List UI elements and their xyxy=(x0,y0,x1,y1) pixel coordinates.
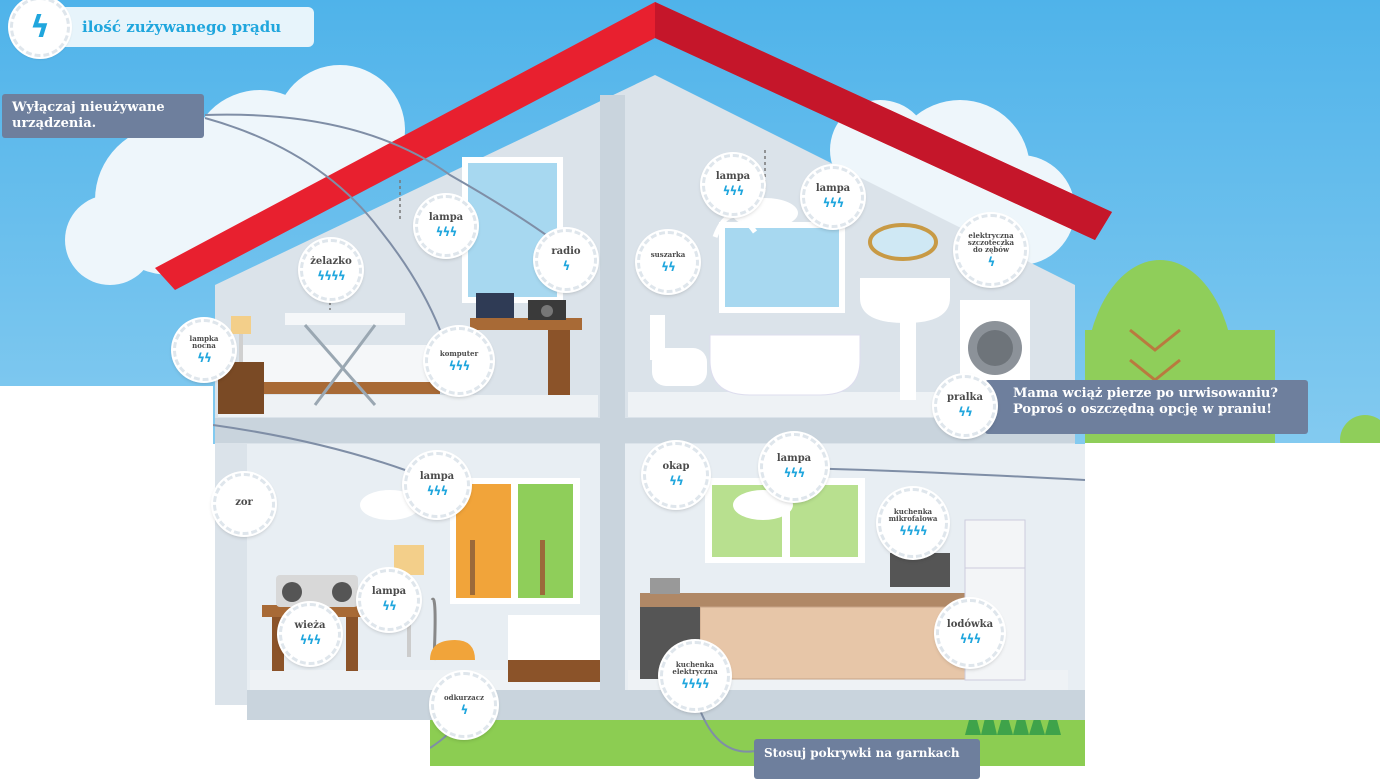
badge-lampa-bath-2[interactable]: lampa ϟϟϟ xyxy=(802,166,864,228)
badge-label: okap xyxy=(662,461,690,472)
bathtub xyxy=(709,334,861,396)
energy-bolts-icon: ϟϟϟ xyxy=(448,358,471,373)
badge-label: kuchenka mikrofalowa xyxy=(888,507,938,523)
energy-bolts-icon: ϟϟϟ xyxy=(822,196,845,210)
sink xyxy=(860,278,950,323)
badge-wieza[interactable]: wieża ϟϟϟ xyxy=(279,603,341,665)
badge-szczoteczka[interactable]: elektryczna szczoteczka do zębów ϟ xyxy=(955,214,1027,286)
badge-label: pralka xyxy=(947,392,983,403)
energy-bolts-icon: ϟϟϟϟ xyxy=(317,269,346,283)
energy-bolts-icon: ϟϟϟϟ xyxy=(899,524,928,538)
badge-radio[interactable]: radio ϟ xyxy=(535,229,597,291)
badge-label: lampa xyxy=(776,453,812,464)
desk xyxy=(470,318,582,330)
badge-lampa-living-2[interactable]: lampa ϟϟ xyxy=(358,569,420,631)
badge-odkurzacz[interactable]: odkurzacz ϟ xyxy=(431,672,497,738)
badge-tv[interactable]: zor xyxy=(213,473,275,535)
energy-bolts-icon: ϟϟ xyxy=(669,474,684,488)
badge-lampa-kitchen[interactable]: lampa ϟϟϟ xyxy=(760,433,828,501)
energy-bolts-icon: ϟϟϟ xyxy=(435,225,458,239)
badge-kuchenka-elektryczna[interactable]: kuchenka elektryczna ϟϟϟϟ xyxy=(660,641,730,711)
badge-okap[interactable]: okap ϟϟ xyxy=(643,442,709,508)
badge-mikrofalowa[interactable]: kuchenka mikrofalowa ϟϟϟϟ xyxy=(878,488,948,558)
badge-label: kuchenka elektryczna xyxy=(672,660,718,676)
energy-bolts-icon: ϟ xyxy=(460,702,469,717)
energy-bolts-icon: ϟϟ xyxy=(958,405,973,419)
badge-label: elektryczna szczoteczka do zębów xyxy=(967,230,1015,254)
badge-label: lampka nocna xyxy=(189,334,219,350)
legend: ϟ ilość zużywanego prądu xyxy=(10,0,314,57)
badge-lampka-nocna[interactable]: lampka nocna ϟϟ xyxy=(173,319,235,381)
energy-bolts-icon: ϟϟϟ xyxy=(722,184,745,198)
energy-bolts-icon: ϟ xyxy=(562,259,571,273)
badge-label: lampa xyxy=(815,183,851,194)
badge-label: lampa xyxy=(428,212,464,223)
energy-bolts-icon: ϟϟ xyxy=(661,259,676,274)
badge-lampa-attic[interactable]: lampa ϟϟϟ xyxy=(415,195,477,257)
energy-bolts-icon: ϟϟϟ xyxy=(783,466,806,480)
note-lids: Stosuj pokrywki na garnkach xyxy=(754,739,980,779)
badge-komputer[interactable]: komputer ϟϟϟ xyxy=(425,327,493,395)
badge-label: komputer xyxy=(439,348,479,358)
badge-label: lampa xyxy=(715,171,751,182)
badge-label: lampa xyxy=(371,586,407,597)
badge-label: lampa xyxy=(419,471,455,482)
energy-bolts-icon: ϟϟ xyxy=(197,351,212,365)
connector-line xyxy=(204,113,561,246)
badge-label: suszarka xyxy=(650,249,686,259)
badge-lampa-living[interactable]: lampa ϟϟϟ xyxy=(404,452,470,518)
energy-bolts-icon: ϟϟ xyxy=(382,599,397,613)
note-washing: Mama wciąż pierze po urwisowaniu? Poproś… xyxy=(985,380,1308,434)
badge-label: wieża xyxy=(294,620,326,631)
badge-label: radio xyxy=(551,246,581,257)
energy-bolts-icon: ϟϟϟ xyxy=(299,633,322,647)
badge-lodowka[interactable]: lodówka ϟϟϟ xyxy=(936,599,1004,667)
badge-label: żelazko xyxy=(310,256,352,267)
badge-zelazko[interactable]: żelazko ϟϟϟϟ xyxy=(300,239,362,301)
badge-suszarka[interactable]: suszarka ϟϟ xyxy=(637,231,699,293)
energy-bolts-icon: ϟϟϟ xyxy=(426,484,449,498)
lightning-bolt-icon: ϟ xyxy=(10,0,70,57)
badge-label: zor xyxy=(235,497,253,508)
badge-lampa-bath-1[interactable]: lampa ϟϟϟ xyxy=(702,154,764,216)
badge-label: odkurzacz xyxy=(444,692,484,702)
energy-bolts-icon: ϟ xyxy=(987,254,996,269)
legend-label: ilość zużywanego prądu xyxy=(82,18,282,36)
microwave xyxy=(890,553,950,587)
energy-bolts-icon: ϟϟϟϟ xyxy=(681,677,710,691)
note-unused-devices: Wyłączaj nieużywane urządzenia. xyxy=(2,94,204,138)
counter xyxy=(640,593,975,607)
badge-label: lodówka xyxy=(946,619,994,630)
energy-bolts-icon: ϟϟϟ xyxy=(959,632,982,646)
badge-pralka[interactable]: pralka ϟϟ xyxy=(934,375,996,437)
